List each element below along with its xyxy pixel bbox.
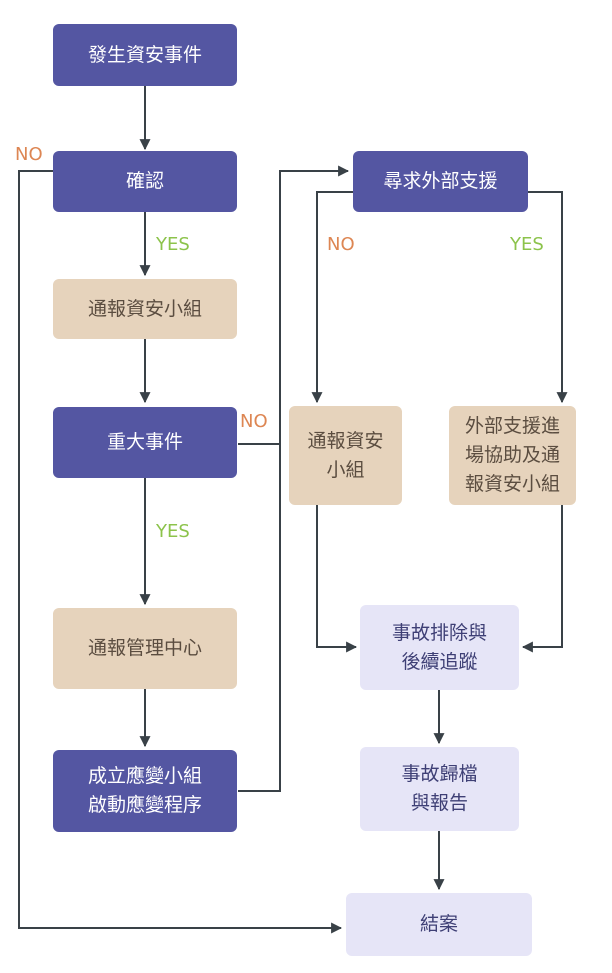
arrow-onsite-to-troubleshoot xyxy=(521,505,563,653)
node-notify-security-team-2: 通報資安 小組 xyxy=(289,406,402,505)
arrow-external-no xyxy=(311,191,353,404)
label-external-yes: YES xyxy=(510,234,544,255)
node-notify-security-team: 通報資安小組 xyxy=(53,279,237,339)
label-confirm-yes: YES xyxy=(156,234,190,255)
label-major-yes: YES xyxy=(156,521,190,542)
node-external-support-onsite: 外部支援進 場協助及通 報資安小組 xyxy=(449,406,576,505)
node-incident-occurs: 發生資安事件 xyxy=(53,24,237,86)
node-troubleshoot-followup: 事故排除與 後續追蹤 xyxy=(360,605,519,690)
arrow-notify2-to-troubleshoot xyxy=(316,505,358,653)
arrow-confirm-no-to-close xyxy=(18,170,343,934)
node-archive-report: 事故歸檔 與報告 xyxy=(360,747,519,831)
node-major-incident: 重大事件 xyxy=(53,407,237,478)
label-external-no: NO xyxy=(327,234,355,255)
node-form-response-team: 成立應變小組 啟動應變程序 xyxy=(53,750,237,832)
arrow-response-to-external xyxy=(238,165,350,792)
node-close-case: 結案 xyxy=(346,893,532,956)
arrow-external-yes xyxy=(528,191,568,404)
node-confirm: 確認 xyxy=(53,151,237,212)
label-confirm-no: NO xyxy=(15,144,43,165)
node-notify-management-center: 通報管理中心 xyxy=(53,608,237,689)
label-major-no: NO xyxy=(240,411,268,432)
node-seek-external-support: 尋求外部支援 xyxy=(353,151,528,212)
